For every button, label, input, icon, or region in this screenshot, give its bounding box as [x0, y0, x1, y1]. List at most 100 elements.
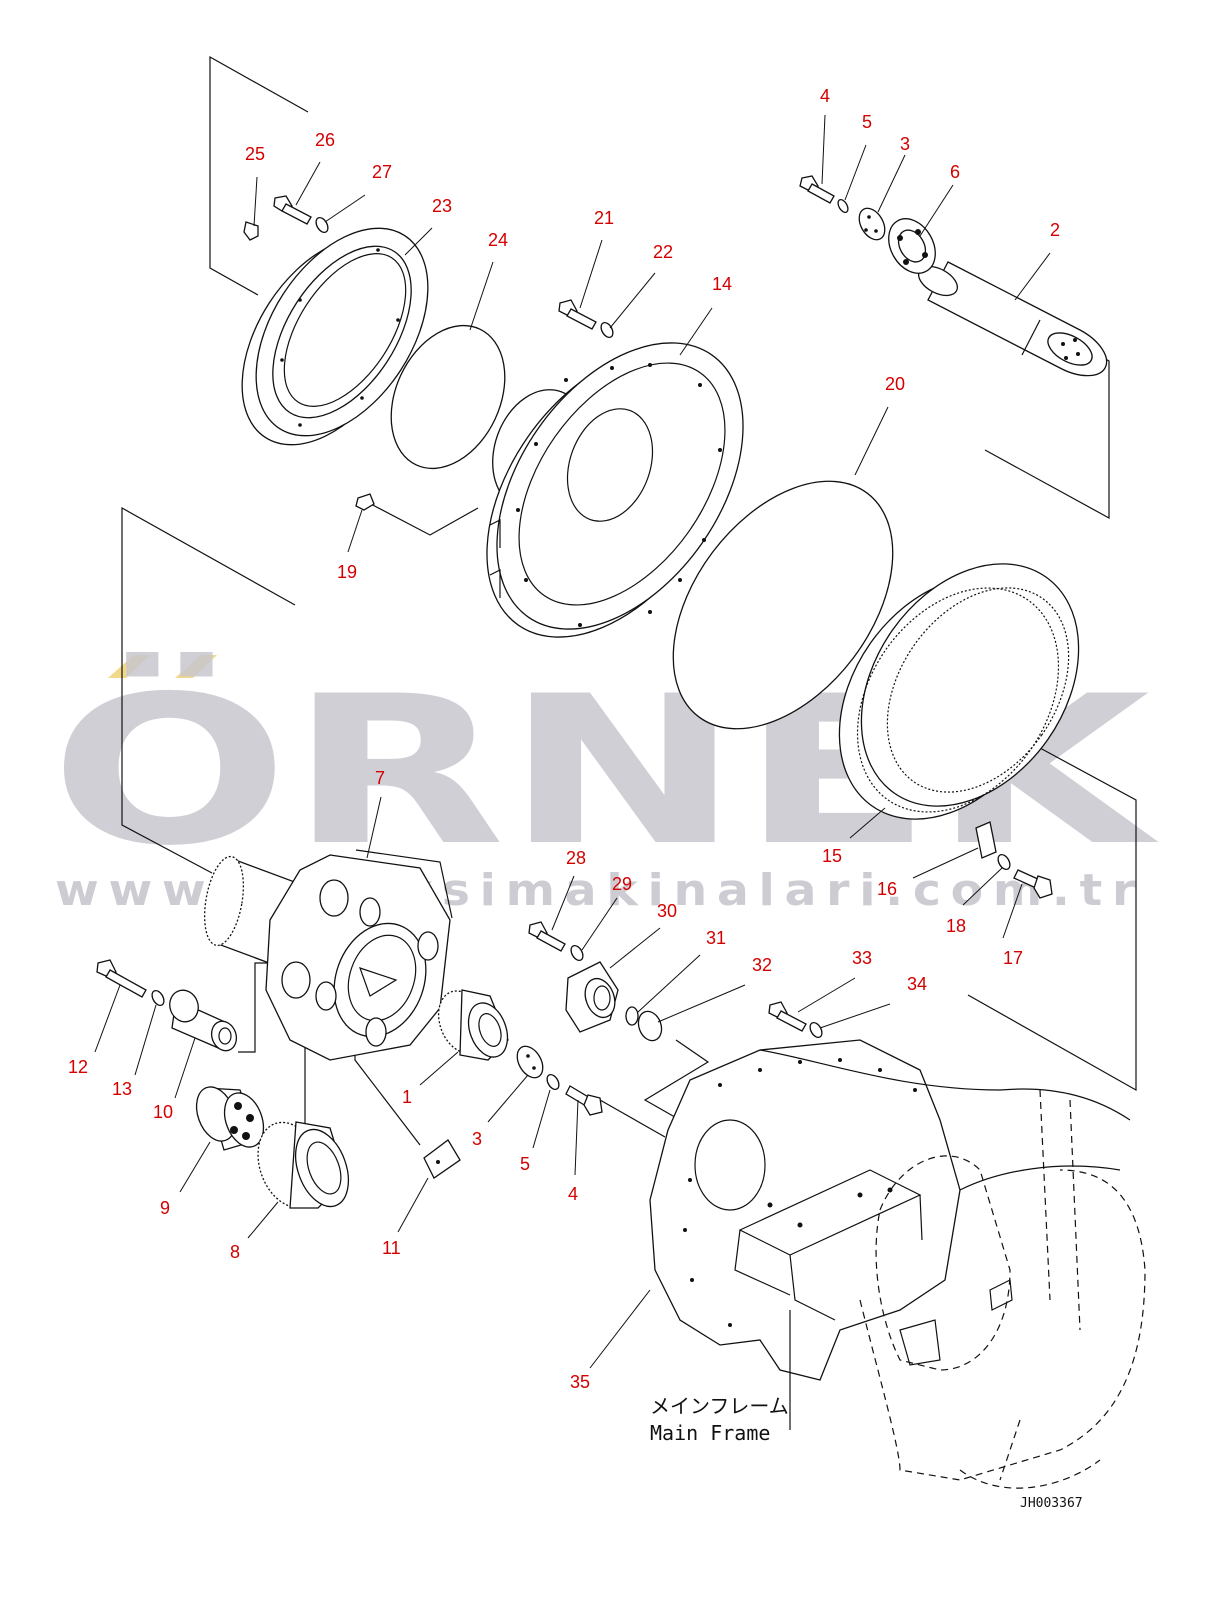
sun-gear-part-1 — [437, 989, 509, 1061]
callout-27: 27 — [372, 162, 392, 182]
seal-to-frame-line — [643, 1039, 710, 1121]
callout-2: 2 — [1050, 220, 1060, 240]
leader-33 — [797, 977, 856, 1013]
leader-34 — [819, 1003, 891, 1029]
washer-part-5-top — [837, 198, 849, 214]
oring-part-20 — [672, 480, 894, 730]
callout-22: 22 — [653, 242, 673, 262]
leader-5a — [844, 144, 867, 201]
leader-28 — [551, 875, 575, 931]
callout-20: 20 — [885, 374, 905, 394]
leader-5b — [532, 1089, 551, 1149]
drawing-code: JH003367 — [1020, 1496, 1083, 1511]
watermark-accent-left — [108, 655, 150, 678]
leader-3b — [487, 1074, 529, 1123]
leader-3a — [877, 154, 906, 213]
leader-30 — [609, 927, 661, 969]
callout-32: 32 — [752, 955, 772, 975]
pin-part-10 — [169, 989, 238, 1052]
washer-part-29 — [570, 944, 584, 962]
parts — [96, 175, 1146, 1489]
callout-10: 10 — [153, 1102, 173, 1122]
callout-17: 17 — [1003, 948, 1023, 968]
leader-6 — [919, 184, 954, 237]
leader-24 — [469, 261, 494, 331]
caption-english: Main Frame — [650, 1421, 770, 1445]
callout-labels: 4536225262723242122142019715161817282930… — [68, 86, 1060, 1392]
leader-35 — [589, 1289, 651, 1369]
thrust-plate-part-11 — [423, 1139, 461, 1179]
leader-22 — [609, 272, 656, 329]
callout-12: 12 — [68, 1057, 88, 1077]
leader-27 — [324, 194, 366, 223]
bracket-right-main — [967, 747, 1137, 1092]
callout-1: 1 — [402, 1087, 412, 1107]
callout-28: 28 — [566, 848, 586, 868]
bolt-part-4-top — [799, 175, 835, 204]
callout-7: 7 — [375, 768, 385, 788]
bolt-part-21 — [558, 299, 597, 330]
callout-33: 33 — [852, 948, 872, 968]
callout-34: 34 — [907, 974, 927, 994]
callout-5a: 5 — [862, 112, 872, 132]
bolt-to-frame-line — [599, 1099, 666, 1138]
leader-14 — [679, 307, 713, 356]
ring-gear-part-15 — [838, 563, 1080, 820]
leader-19 — [347, 509, 363, 553]
main-frame-part-35 — [649, 1039, 1146, 1489]
leader-1 — [419, 1051, 459, 1086]
bracket-pin-10 — [238, 962, 272, 1053]
bolt-part-26 — [273, 195, 312, 225]
callout-3a: 3 — [900, 134, 910, 154]
leader-25 — [253, 176, 258, 227]
callout-29: 29 — [612, 874, 632, 894]
plug-part-19 — [355, 493, 375, 511]
callout-26: 26 — [315, 130, 335, 150]
callout-4a: 4 — [820, 86, 830, 106]
leader-29 — [581, 897, 618, 951]
callout-3b: 3 — [472, 1129, 482, 1149]
callout-23: 23 — [432, 196, 452, 216]
leader-18 — [962, 867, 1003, 906]
leader-10 — [174, 1037, 196, 1099]
callout-5b: 5 — [520, 1154, 530, 1174]
bolt-part-12 — [96, 959, 147, 998]
leader-13 — [134, 1004, 157, 1076]
leader-32 — [657, 984, 746, 1023]
retainer-part-30 — [565, 961, 619, 1033]
plug-part-25 — [243, 221, 259, 241]
leader-19-to-housing — [366, 501, 479, 536]
callout-31: 31 — [706, 928, 726, 948]
bracket-top-left — [209, 55, 309, 296]
washer-part-27 — [315, 216, 329, 234]
leader-7 — [366, 796, 382, 859]
leader-4b — [574, 1099, 579, 1176]
lock-plate-part-16 — [975, 821, 997, 859]
plate-part-3-bottom — [516, 1045, 544, 1079]
leader-9 — [179, 1141, 211, 1193]
leader-4a — [821, 114, 826, 185]
callout-18: 18 — [946, 916, 966, 936]
callout-4b: 4 — [568, 1184, 578, 1204]
washer-part-22 — [600, 321, 614, 339]
caption-japanese: メインフレーム — [650, 1394, 789, 1418]
callout-13: 13 — [112, 1079, 132, 1099]
leader-lines — [94, 114, 1051, 1369]
plate-part-3-top — [858, 207, 886, 241]
leader-21 — [579, 239, 603, 309]
main-frame-caption: メインフレーム Main Frame — [650, 1394, 789, 1445]
leader-12 — [94, 984, 121, 1053]
bolt-part-28 — [528, 921, 566, 952]
washer-part-13 — [151, 989, 165, 1007]
washer-part-5-bottom — [546, 1073, 560, 1091]
callout-6: 6 — [950, 162, 960, 182]
bolt-part-4-bottom — [565, 1085, 603, 1116]
leader-2 — [1014, 252, 1051, 301]
housing-part-14 — [486, 342, 744, 638]
assembly-bracket-lines — [121, 55, 1137, 1146]
leader-26 — [295, 161, 321, 206]
callout-15: 15 — [822, 846, 842, 866]
callout-8: 8 — [230, 1242, 240, 1262]
